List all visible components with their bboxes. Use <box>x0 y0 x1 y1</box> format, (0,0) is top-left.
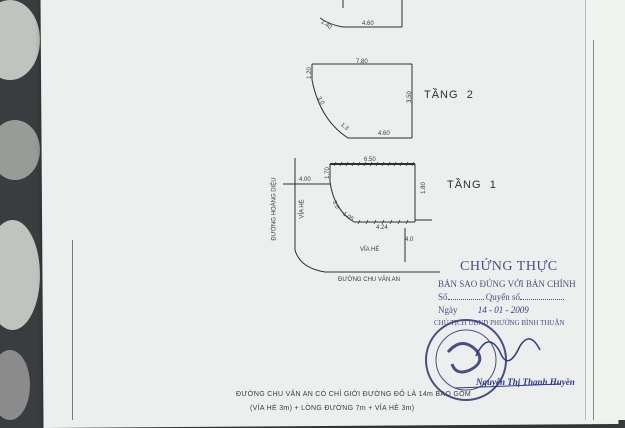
footnote-line1: ĐƯỜNG CHU VĂN AN CÓ CHỈ GIỚI ĐƯỜNG ĐỎ LÀ… <box>236 391 471 398</box>
dim-street-bottom: 4.0 <box>405 237 414 243</box>
signature-stroke <box>454 338 561 389</box>
signer-title: CHỦ TỊCH UBND PHƯỜNG BÌNH THUẬN <box>434 319 565 327</box>
certificate-title: CHỨNG THỰC <box>460 259 558 274</box>
second-sheet-edge <box>585 0 625 420</box>
floor2-outline <box>311 63 413 139</box>
dim-floor1-left: 1.70 <box>324 167 331 179</box>
dim-floor1-bottom: 4.24 <box>376 225 388 231</box>
signer-name: Nguyễn Thị Thanh Huyền <box>476 377 575 387</box>
certificate-date: 14 - 01 - 2009 <box>477 305 529 315</box>
street-chu-van-an: ĐƯỜNG CHU VĂN AN <box>338 277 400 283</box>
floor2-label: TẦNG 2 <box>424 89 474 101</box>
dim-floor2-left: 1.20 <box>306 67 313 79</box>
dim-floor2-top: 7.80 <box>356 59 368 65</box>
footnote-line2: (VỈA HÈ 3m) + LÒNG ĐƯỜNG 7m + VỈA HÈ 3m) <box>250 405 415 412</box>
certificate-line1: BẢN SAO ĐÚNG VỚI BẢN CHÍNH <box>438 279 576 289</box>
margin-line-left <box>72 240 73 420</box>
dim-floor1-top: 6.50 <box>364 157 376 163</box>
certificate-date-row: Ngày 14 - 01 - 2009 <box>438 305 529 315</box>
dim-street-left: 4.00 <box>299 177 311 183</box>
certificate-number-row: Số Quyển số <box>438 292 565 302</box>
dim-floor2-right: 3.50 <box>406 91 413 103</box>
via-he-vertical: VỈA HÈ <box>299 199 306 219</box>
margin-line-right <box>593 40 594 420</box>
dim-floor2-bottom: 4.60 <box>378 131 390 137</box>
background-blob <box>0 120 40 180</box>
wall-hatching <box>333 161 415 225</box>
top-fragment-outline <box>319 0 403 28</box>
dim-top-width: 4.60 <box>362 21 374 27</box>
dim-floor1-right: 1.80 <box>420 182 427 194</box>
via-he-horizontal: VỈA HÈ <box>360 247 380 253</box>
floor1-label: TẦNG 1 <box>447 179 497 191</box>
street-lines <box>283 158 440 273</box>
street-hoang-dieu: ĐƯỜNG HOÀNG DIỆU <box>271 177 278 241</box>
